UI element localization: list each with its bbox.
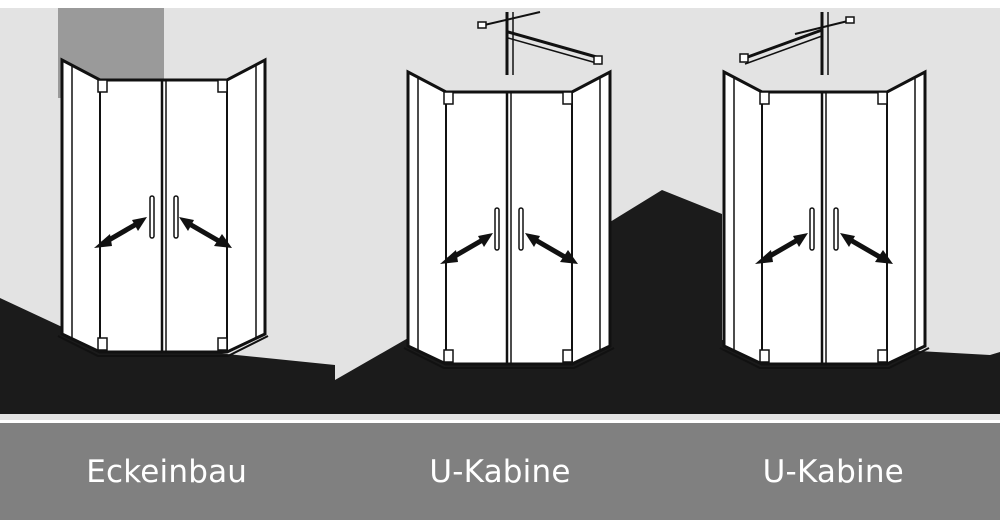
hinge-icon: [443, 349, 454, 363]
caption-cell-u-kabine-2: U-Kabine: [666, 423, 1000, 520]
door-handle-icon: [809, 207, 815, 251]
shower-base-tray: [719, 347, 930, 369]
door-handle-icon: [494, 207, 500, 251]
double-headed-diagonal-arrow-icon: [755, 233, 808, 264]
caption-label: U-Kabine: [762, 453, 904, 490]
door-handle-icon: [149, 195, 155, 239]
hinge-icon: [97, 337, 108, 351]
hinge-icon: [217, 79, 228, 93]
double-headed-diagonal-arrow-icon: [440, 233, 493, 264]
caption-cell-u-kabine-1: U-Kabine: [333, 423, 667, 520]
caption-label: U-Kabine: [429, 453, 571, 490]
hinge-icon: [877, 91, 888, 105]
hinge-icon: [759, 91, 770, 105]
double-headed-diagonal-arrow-icon: [840, 233, 893, 264]
door-handle-icon: [833, 207, 839, 251]
top-white-strip: [0, 0, 1000, 8]
shower-unit-u-kabine-2: [719, 12, 930, 369]
hinge-icon: [443, 91, 454, 105]
shower-base-tray: [403, 347, 615, 369]
caption-label: Eckeinbau: [86, 453, 248, 490]
ceiling-support-bar-icon: [739, 12, 855, 75]
door-handle-icon: [518, 207, 524, 251]
hinge-icon: [877, 349, 888, 363]
door-handle-icon: [173, 195, 179, 239]
shower-outer-outline: [406, 69, 612, 366]
shower-unit-eckeinbau: [57, 57, 269, 357]
caption-bar: Eckeinbau U-Kabine U-Kabine: [0, 423, 1000, 520]
shower-outer-outline: [722, 69, 927, 366]
double-headed-diagonal-arrow-icon: [525, 233, 578, 264]
ceiling-support-bar-icon: [477, 11, 603, 75]
caption-cell-eckeinbau: Eckeinbau: [0, 423, 334, 520]
hinge-icon: [97, 79, 108, 93]
double-headed-diagonal-arrow-icon: [94, 217, 147, 248]
double-headed-diagonal-arrow-icon: [179, 217, 232, 248]
shower-outer-outline: [60, 57, 267, 354]
hinge-icon: [562, 91, 573, 105]
shower-diagram-scene: [0, 0, 1000, 420]
hinge-icon: [759, 349, 770, 363]
shower-unit-u-kabine-1: [403, 11, 615, 369]
hinge-icon: [217, 337, 228, 351]
shower-base-tray: [57, 335, 269, 357]
hinge-icon: [562, 349, 573, 363]
